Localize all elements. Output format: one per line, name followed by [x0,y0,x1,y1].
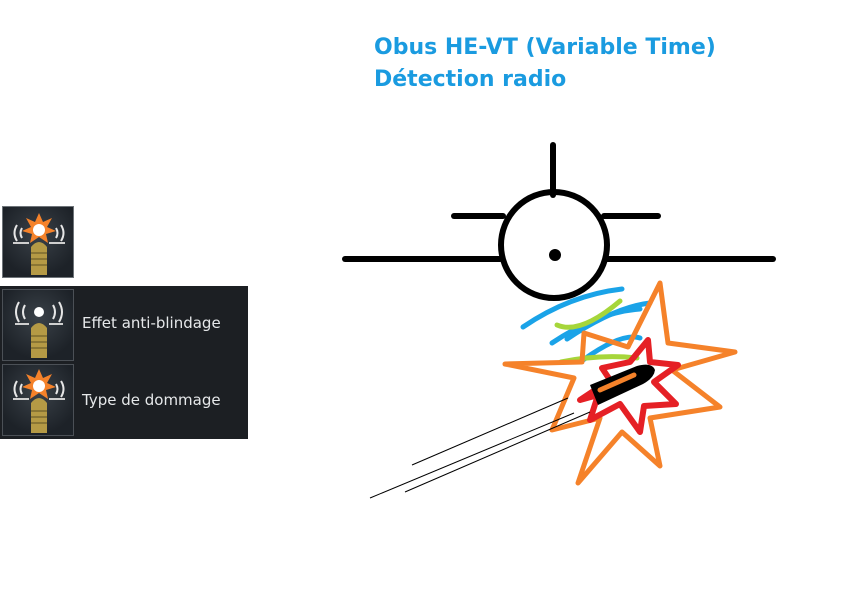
shell-trail [369,397,591,499]
shell-radio-icon[interactable] [2,289,74,361]
shell-explosion-icon[interactable] [2,206,74,278]
title-line-1: Obus HE-VT (Variable Time) [374,35,716,60]
radio-wave-icon [520,286,653,365]
shell-projectile-icon [590,364,655,405]
page-title: Obus HE-VT (Variable Time) Détection rad… [374,32,716,96]
armor-effect-label: Effet anti-blindage [82,314,221,332]
damage-type-label: Type de dommage [82,391,221,409]
shell-explosion-icon[interactable] [2,364,74,436]
aircraft-icon [342,142,776,301]
title-line-2: Détection radio [374,67,567,92]
explosion-icon [502,280,738,486]
